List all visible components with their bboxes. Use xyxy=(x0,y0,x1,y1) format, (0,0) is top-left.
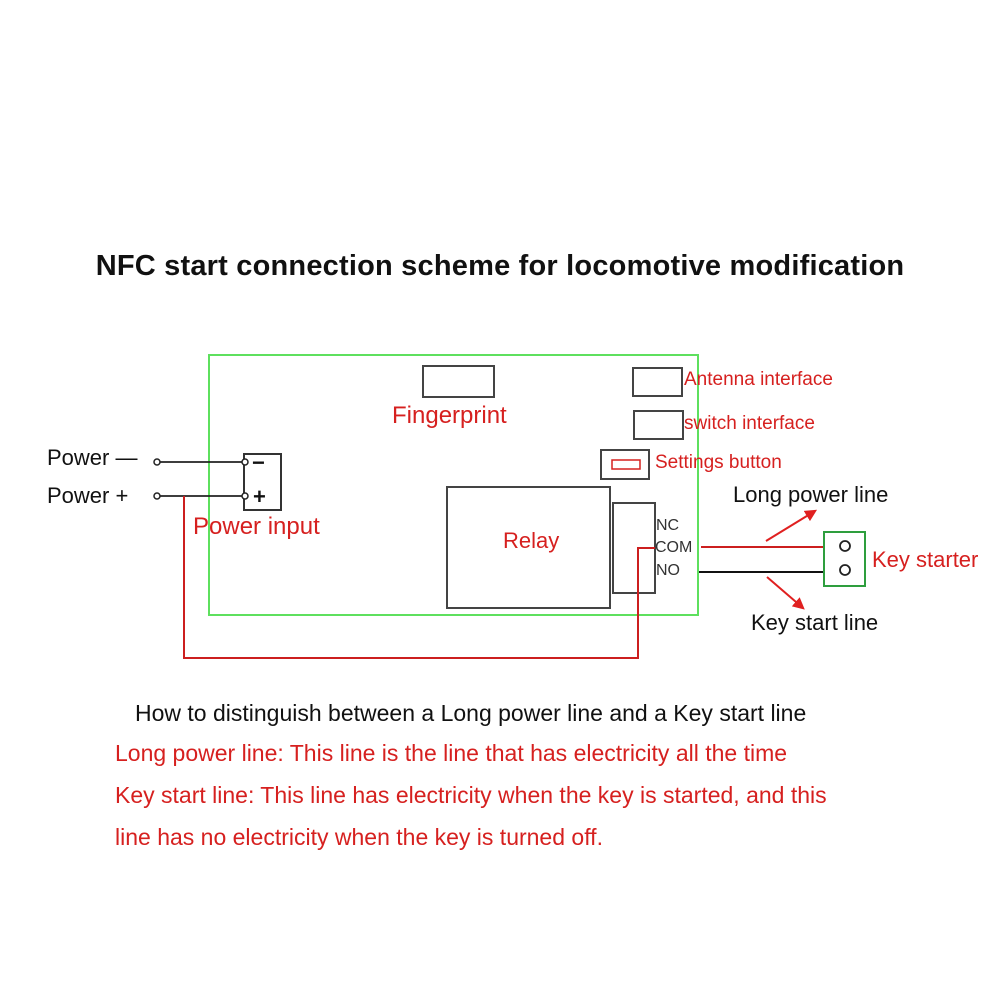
power-plus-label: Power + xyxy=(47,483,129,508)
key-starter-contact-1 xyxy=(839,540,851,552)
switch-interface-label: switch interface xyxy=(684,413,815,434)
settings-button-label: Settings button xyxy=(655,452,782,473)
power-minus-node xyxy=(153,458,161,466)
key-starter-label: Key starter xyxy=(872,547,979,572)
terminal-plus-node xyxy=(241,492,249,500)
terminal-plus-label: + xyxy=(253,484,266,509)
notes-key-start-line-cont: line has no electricity when the key is … xyxy=(115,824,603,850)
notes-heading: How to distinguish between a Long power … xyxy=(135,700,807,726)
long-power-line-label: Long power line xyxy=(733,482,889,507)
power-terminal-block xyxy=(243,453,282,511)
relay-pin-com: COM xyxy=(655,539,693,556)
relay-pin-no: NO xyxy=(656,562,680,579)
terminal-minus-label: − xyxy=(252,450,265,475)
relay-label: Relay xyxy=(503,528,560,553)
key-start-line-arrow xyxy=(766,576,805,610)
notes-long-power-line: Long power line: This line is the line t… xyxy=(115,740,788,766)
relay-body xyxy=(446,486,611,609)
power-to-com-wire xyxy=(183,496,655,659)
power-input-label: Power input xyxy=(193,513,320,540)
diagram-title: NFC start connection scheme for locomoti… xyxy=(95,250,905,282)
key-starter-box xyxy=(823,531,866,587)
settings-button-body xyxy=(600,449,650,480)
long-power-line-arrow xyxy=(765,509,818,542)
antenna-interface-label: Antenna interface xyxy=(684,369,833,390)
relay-pin-nc: NC xyxy=(656,517,680,534)
power-minus-label: Power — xyxy=(47,445,138,470)
key-starter-contact-2 xyxy=(839,564,851,576)
switch-interface-connector xyxy=(633,410,684,440)
settings-button-key xyxy=(611,459,641,470)
key-start-line-label: Key start line xyxy=(751,610,879,635)
fingerprint-label: Fingerprint xyxy=(392,402,507,429)
fingerprint-connector xyxy=(422,365,495,398)
terminal-minus-node xyxy=(241,458,249,466)
power-plus-node xyxy=(153,492,161,500)
notes-key-start-line: Key start line: This line has electricit… xyxy=(115,782,827,808)
board-outline xyxy=(208,354,699,616)
antenna-interface-connector xyxy=(632,367,683,397)
